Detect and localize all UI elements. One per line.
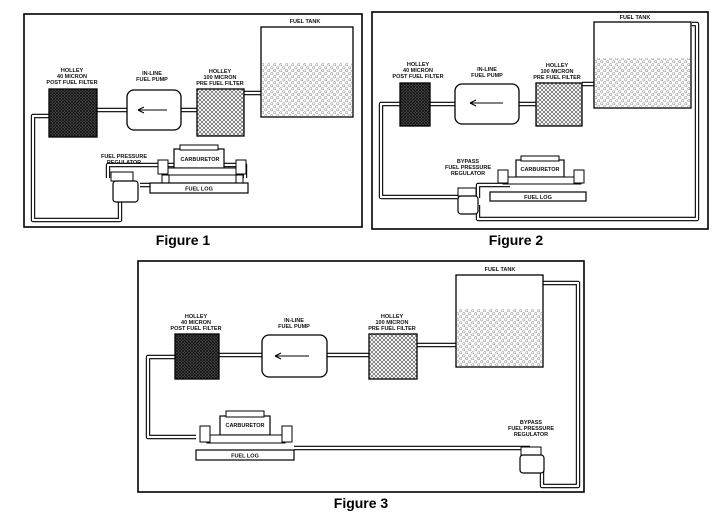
bypass-fuel-pressure-regulator: [457, 195, 479, 215]
bypass-fuel-pressure-regulator: [519, 454, 545, 474]
regulator-label-2: REGULATOR: [107, 160, 141, 166]
fuel-level: [262, 63, 352, 116]
pump-label-2: FUEL PUMP: [278, 324, 310, 330]
regulator-cap: [110, 171, 134, 182]
figure-1: FUEL TANK HOLLEY 100 MICRON PRE FUEL FIL…: [23, 13, 363, 248]
regulator-label-2: FUEL PRESSURE: [508, 426, 554, 432]
pre-filter-label-3: PRE FUEL FILTER: [533, 75, 580, 81]
figure-3: FUEL TANK HOLLEY 100 MICRON PRE FUEL FIL…: [137, 260, 585, 511]
fuel-tank-label: FUEL TANK: [485, 267, 516, 273]
pre-filter-label-3: PRE FUEL FILTER: [196, 81, 243, 87]
flow-arrow-icon: [274, 352, 309, 360]
regulator-label-1: FUEL PRESSURE: [101, 154, 147, 160]
fuel-level: [595, 58, 690, 107]
pre-fuel-filter: [196, 88, 245, 137]
fuel-level: [457, 309, 542, 366]
post-filter-label-1: HOLLEY: [61, 68, 84, 74]
figure-2-frame: [371, 11, 709, 230]
pre-filter-label-2: 100 MICRON: [540, 69, 573, 75]
regulator-label-1: BYPASS: [457, 159, 480, 165]
pump-label-1: IN-LINE: [142, 71, 162, 77]
carburetor-label: CARBURETOR: [180, 157, 219, 163]
post-filter-label-3: POST FUEL FILTER: [46, 80, 97, 86]
carburetor: CARBURETOR: [199, 410, 293, 444]
carburetor: CARBURETOR: [157, 144, 247, 184]
pump-label-2: FUEL PUMP: [471, 73, 503, 79]
pre-filter-label-2: 100 MICRON: [203, 75, 236, 81]
regulator-cap: [457, 187, 477, 197]
post-filter-label-3: POST FUEL FILTER: [392, 74, 443, 80]
fuel-pressure-regulator: [112, 180, 139, 203]
flow-arrow-icon: [469, 99, 503, 107]
regulator-label-1: BYPASS: [520, 420, 543, 426]
fuel-tank-label: FUEL TANK: [620, 15, 651, 21]
carburetor-label: CARBURETOR: [520, 167, 559, 173]
pre-fuel-filter: [535, 82, 583, 127]
post-fuel-filter: [174, 333, 220, 380]
pre-filter-label-3: PRE FUEL FILTER: [368, 326, 415, 332]
regulator-label-2: FUEL PRESSURE: [445, 165, 491, 171]
post-filter-label-2: 40 MICRON: [403, 68, 433, 74]
pump-label-2: FUEL PUMP: [136, 77, 168, 83]
pre-filter-label-1: HOLLEY: [546, 63, 569, 69]
fuel-log-label: FUEL LOG: [231, 454, 259, 460]
figure-3-frame: [137, 260, 585, 493]
pre-fuel-filter: [368, 333, 418, 380]
flow-arrow-icon: [137, 106, 167, 114]
fuel-log-label: FUEL LOG: [185, 187, 213, 193]
figure-3-caption: Figure 3: [334, 495, 389, 511]
post-filter-label-3: POST FUEL FILTER: [170, 326, 221, 332]
regulator-cap: [520, 446, 542, 456]
fuel-tank-label: FUEL TANK: [290, 19, 321, 25]
regulator-label-3: REGULATOR: [514, 432, 548, 438]
post-filter-label-2: 40 MICRON: [181, 320, 211, 326]
post-filter-label-1: HOLLEY: [407, 62, 430, 68]
post-filter-label-1: HOLLEY: [185, 314, 208, 320]
figure-1-frame: [23, 13, 363, 228]
fuel-line: [378, 21, 700, 222]
carburetor: CARBURETOR: [497, 155, 585, 185]
figure-1-caption: Figure 1: [156, 232, 211, 248]
post-fuel-filter: [399, 82, 431, 127]
pump-label-1: IN-LINE: [477, 67, 497, 73]
pre-filter-label-1: HOLLEY: [381, 314, 404, 320]
fuel-log: [149, 182, 249, 194]
fuel-log: [489, 191, 587, 202]
in-line-fuel-pump: [454, 83, 520, 125]
pump-label-1: IN-LINE: [284, 318, 304, 324]
figure-2-caption: Figure 2: [489, 232, 544, 248]
pre-filter-label-1: HOLLEY: [209, 69, 232, 75]
fuel-log-label: FUEL LOG: [524, 195, 552, 201]
figure-2: FUEL TANK HOLLEY 100 MICRON PRE FUEL FIL…: [371, 11, 709, 248]
post-filter-label-2: 40 MICRON: [57, 74, 87, 80]
fuel-line: [145, 280, 581, 489]
pre-filter-label-2: 100 MICRON: [375, 320, 408, 326]
post-fuel-filter: [48, 88, 98, 138]
carburetor-label: CARBURETOR: [225, 423, 264, 429]
regulator-label-3: REGULATOR: [451, 171, 485, 177]
fuel-log: [195, 449, 295, 461]
